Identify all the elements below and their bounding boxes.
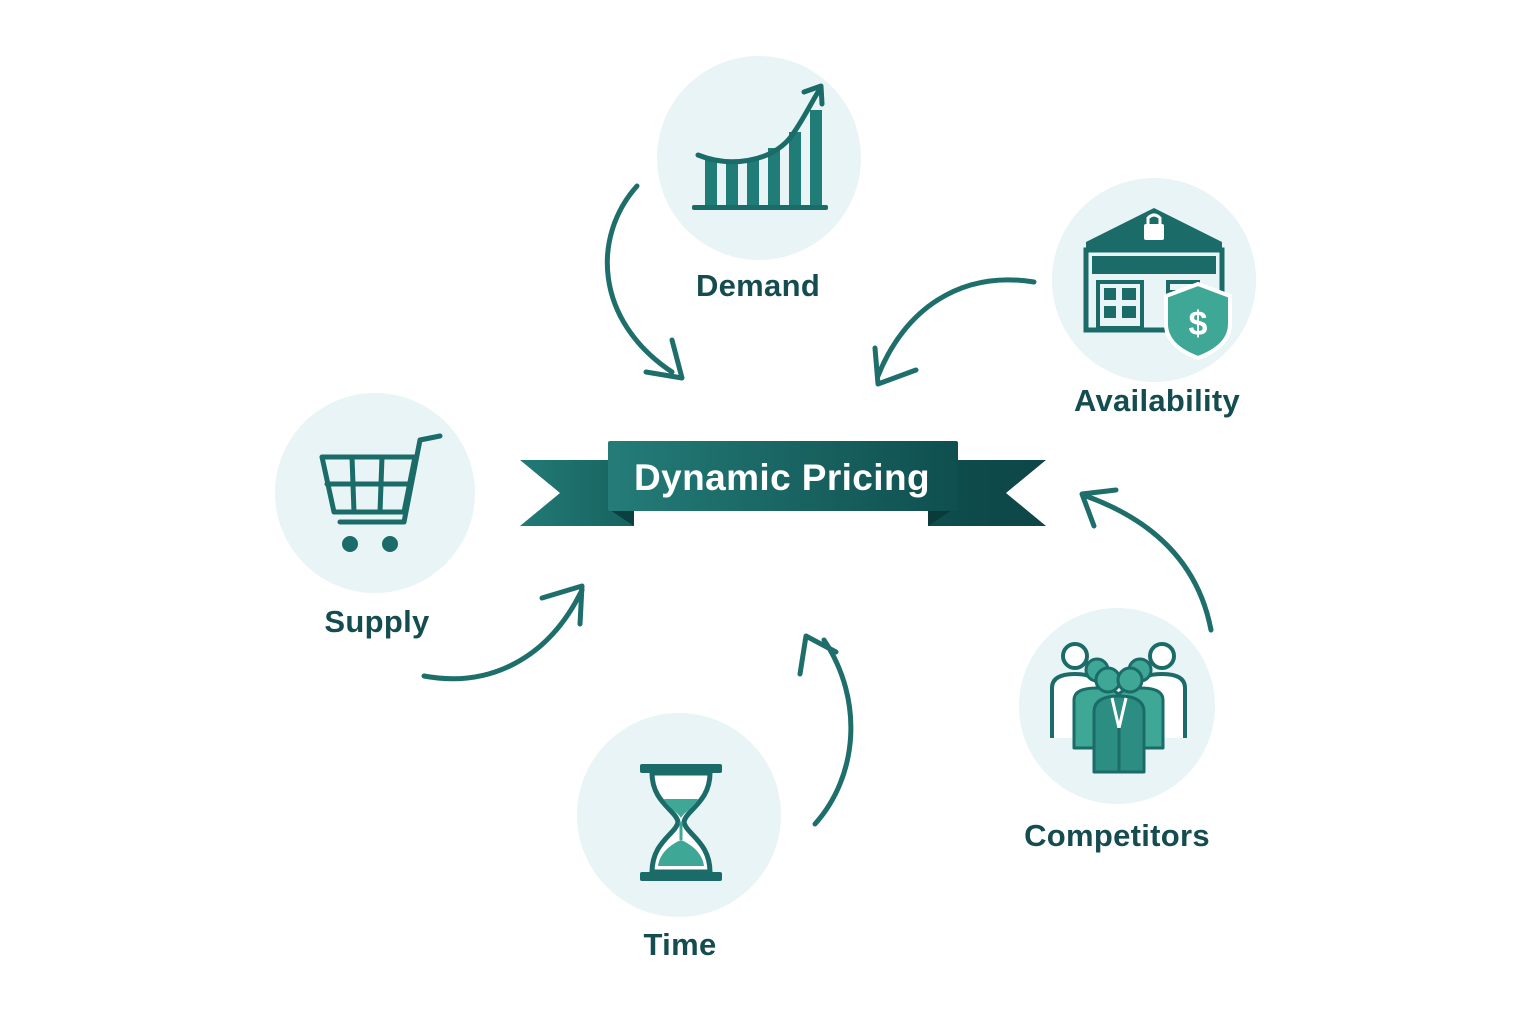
- arrow-time-to-center: [797, 633, 854, 827]
- arrow-competitors-to-center: [1079, 487, 1214, 633]
- time-label: Time: [643, 927, 717, 962]
- ribbon-banner: [520, 441, 1046, 526]
- shopping-cart-icon: [319, 433, 443, 552]
- bar-chart-trend-icon: [692, 83, 828, 210]
- arrow-supply-to-center: [421, 583, 585, 682]
- demand-label: Demand: [695, 268, 821, 303]
- arrow-availability-to-center: [872, 277, 1037, 387]
- hourglass-icon: [640, 764, 722, 881]
- supply-label: Supply: [324, 604, 430, 639]
- center-title: Dynamic Pricing: [634, 457, 930, 498]
- ribbon-body: [608, 441, 958, 511]
- group-people-icon: [1050, 642, 1187, 774]
- supply-circle: [275, 393, 475, 593]
- svg-text:$: $: [1189, 305, 1208, 343]
- availability-label: Availability: [1073, 383, 1241, 418]
- warehouse-shield-dollar-icon: $: [1083, 208, 1232, 361]
- competitors-label: Competitors: [1024, 818, 1210, 853]
- ribbon-tail-left: [520, 460, 634, 526]
- arrow-demand-to-center: [604, 183, 685, 381]
